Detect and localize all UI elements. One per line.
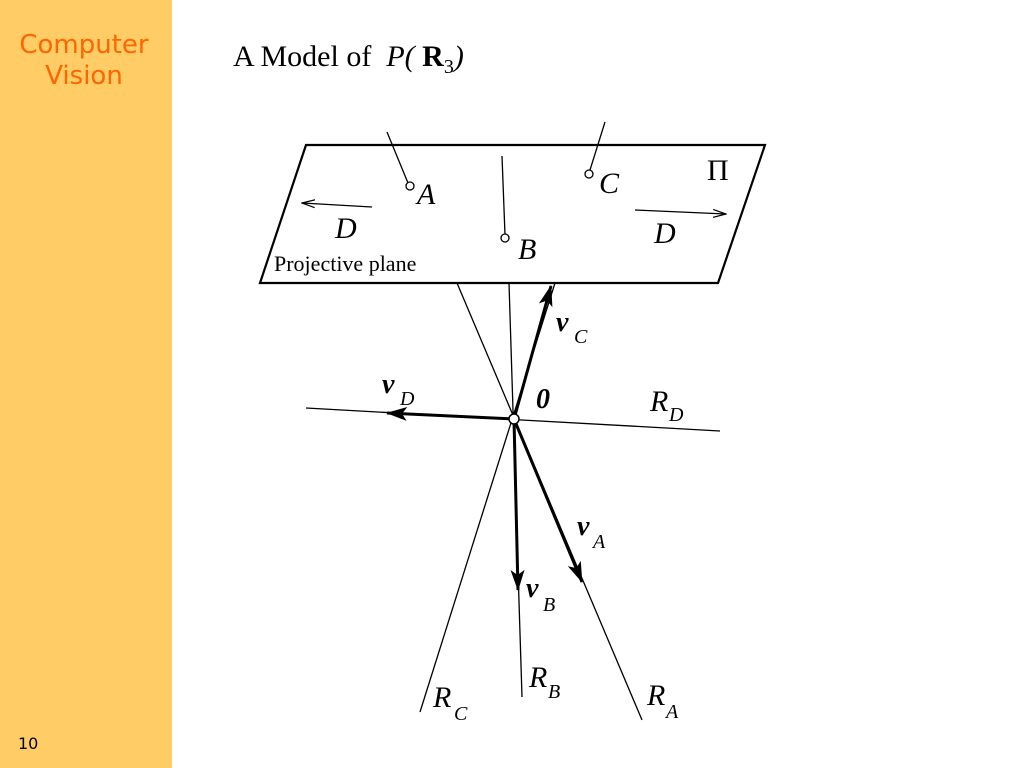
title-p: P( bbox=[386, 40, 415, 73]
title-prefix: A Model of bbox=[233, 40, 387, 73]
point-c-label: C bbox=[599, 167, 620, 200]
ray-c-sub: C bbox=[454, 703, 468, 725]
point-a-marker bbox=[405, 181, 415, 191]
direction-label-left: D bbox=[334, 212, 357, 245]
point-a-segment bbox=[386, 131, 409, 184]
origin-marker bbox=[508, 413, 520, 425]
point-b-segment bbox=[501, 155, 506, 236]
vector-a-sub: A bbox=[591, 531, 606, 553]
point-a-label: A bbox=[415, 178, 436, 211]
vector-b-sub: B bbox=[543, 594, 555, 616]
title-sub: 3 bbox=[443, 56, 454, 78]
ray-a-label: R bbox=[646, 679, 665, 712]
sidebar: Computer Vision 10 bbox=[0, 0, 172, 768]
ray-c-label: R bbox=[432, 681, 451, 714]
slide-number: 10 bbox=[18, 734, 39, 753]
slide-title: A Model of P( R3) bbox=[233, 40, 464, 79]
point-c-segment bbox=[589, 121, 606, 171]
vector-b-label: v bbox=[526, 573, 539, 604]
vector-d-sub: D bbox=[399, 388, 415, 410]
course-title-line2: Vision bbox=[45, 61, 123, 91]
plane-caption: Projective plane bbox=[274, 251, 416, 276]
vector-c-sub: C bbox=[574, 326, 588, 348]
point-b-label: B bbox=[518, 233, 536, 266]
vector-a-label: v bbox=[577, 511, 590, 542]
origin-label: 0 bbox=[536, 384, 550, 415]
ray-b-label: R bbox=[528, 661, 547, 694]
plane-symbol: Π bbox=[707, 154, 729, 187]
ray-b-sub: B bbox=[548, 681, 560, 703]
course-title: Computer Vision bbox=[0, 30, 168, 92]
vector-c-label: v bbox=[556, 307, 569, 338]
vector-d-label: v bbox=[382, 369, 395, 400]
ray-d-sub: D bbox=[668, 404, 684, 426]
ray-a-sub: A bbox=[664, 701, 679, 723]
point-b-marker bbox=[500, 233, 510, 243]
vector-c-arrow bbox=[512, 285, 553, 420]
title-r: R bbox=[414, 40, 444, 73]
title-close: ) bbox=[453, 40, 464, 73]
direction-arrow-right bbox=[634, 210, 726, 214]
ray-d-label: R bbox=[649, 385, 668, 418]
point-c-marker bbox=[584, 169, 594, 179]
vector-d-arrow bbox=[386, 406, 515, 421]
direction-arrow-left bbox=[302, 203, 373, 207]
vector-a-arrow bbox=[512, 418, 584, 583]
course-title-line1: Computer bbox=[19, 30, 149, 60]
projective-plane bbox=[258, 143, 767, 285]
vector-b-arrow bbox=[510, 418, 525, 591]
direction-label-right: D bbox=[653, 217, 676, 250]
